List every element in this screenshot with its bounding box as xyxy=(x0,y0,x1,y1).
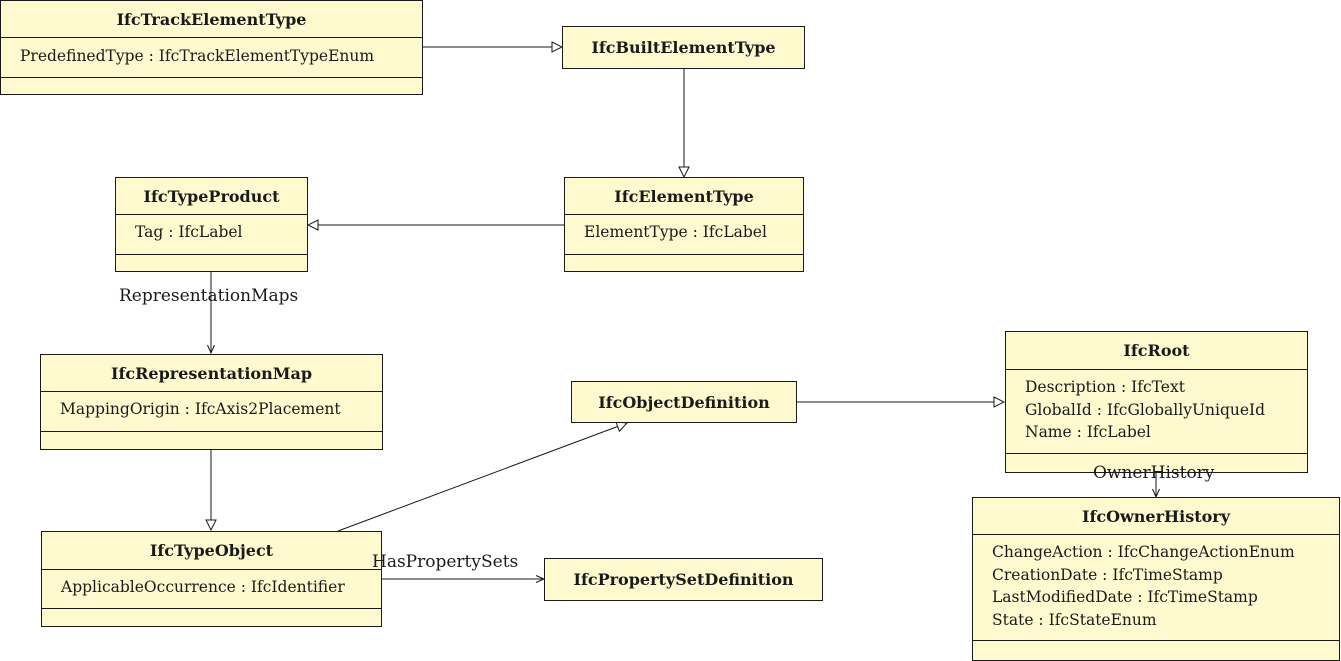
attribute: CreationDate : IfcTimeStamp xyxy=(992,565,1223,584)
class-attributes: ApplicableOccurrence : IfcIdentifier xyxy=(42,570,381,608)
association-label-ownerhistory: OwnerHistory xyxy=(1093,463,1215,483)
attribute: Tag : IfcLabel xyxy=(135,223,243,241)
class-attributes: PredefinedType : IfcTrackElementTypeEnum xyxy=(1,38,422,77)
attribute: Description : IfcText xyxy=(1025,378,1185,396)
class-ifcbuiltelementtype[interactable]: IfcBuiltElementType xyxy=(562,26,805,69)
class-name: IfcTypeObject xyxy=(149,541,274,560)
class-ifcpropertysetdefinition[interactable]: IfcPropertySetDefinition xyxy=(544,558,823,601)
class-ifcelementtype[interactable]: IfcElementType ElementType : IfcLabel xyxy=(564,177,804,272)
attribute: PredefinedType : IfcTrackElementTypeEnum xyxy=(20,47,375,65)
attribute: GlobalId : IfcGloballyUniqueId xyxy=(1025,400,1266,419)
class-attributes: MappingOrigin : IfcAxis2Placement xyxy=(41,392,382,431)
generalization-typeobject-objectdefinition xyxy=(337,423,627,532)
class-name: IfcBuiltElementType xyxy=(591,38,776,57)
class-ifctypeobject[interactable]: IfcTypeObject ApplicableOccurrence : Ifc… xyxy=(41,531,382,627)
class-attributes: ChangeAction : IfcChangeActionEnum Creat… xyxy=(973,535,1339,640)
attribute: ApplicableOccurrence : IfcIdentifier xyxy=(61,578,345,596)
association-label-representationmaps: RepresentationMaps xyxy=(119,286,299,306)
class-name: IfcTrackElementType xyxy=(116,9,307,29)
class-attributes: Description : IfcText GlobalId : IfcGlob… xyxy=(1006,370,1307,453)
class-attributes: ElementType : IfcLabel xyxy=(565,215,803,254)
class-ifctypeproduct[interactable]: IfcTypeProduct Tag : IfcLabel xyxy=(115,177,308,272)
association-label-haspropertysets: HasPropertySets xyxy=(372,552,519,572)
class-name: IfcElementType xyxy=(614,186,754,206)
class-name: IfcObjectDefinition xyxy=(598,392,770,412)
class-name: IfcRepresentationMap xyxy=(111,363,312,383)
class-ifcrepresentationmap[interactable]: IfcRepresentationMap MappingOrigin : Ifc… xyxy=(40,354,383,450)
attribute: LastModifiedDate : IfcTimeStamp xyxy=(992,588,1258,606)
attribute: State : IfcStateEnum xyxy=(992,610,1157,629)
class-name: IfcTypeProduct xyxy=(143,186,280,206)
attribute: ChangeAction : IfcChangeActionEnum xyxy=(992,543,1295,561)
class-name: IfcPropertySetDefinition xyxy=(573,570,794,589)
attribute: Name : IfcLabel xyxy=(1025,423,1151,441)
class-ifcroot[interactable]: IfcRoot Description : IfcText GlobalId :… xyxy=(1005,331,1308,473)
class-ifcobjectdefinition[interactable]: IfcObjectDefinition xyxy=(571,381,797,423)
class-name: IfcOwnerHistory xyxy=(1081,506,1231,526)
class-ifcownerhistory[interactable]: IfcOwnerHistory ChangeAction : IfcChange… xyxy=(972,497,1340,661)
class-ifctrackelementtype[interactable]: IfcTrackElementType PredefinedType : Ifc… xyxy=(0,0,423,95)
class-name: IfcRoot xyxy=(1123,341,1190,360)
class-attributes: Tag : IfcLabel xyxy=(116,215,307,254)
attribute: ElementType : IfcLabel xyxy=(584,223,767,241)
attribute: MappingOrigin : IfcAxis2Placement xyxy=(60,400,341,418)
